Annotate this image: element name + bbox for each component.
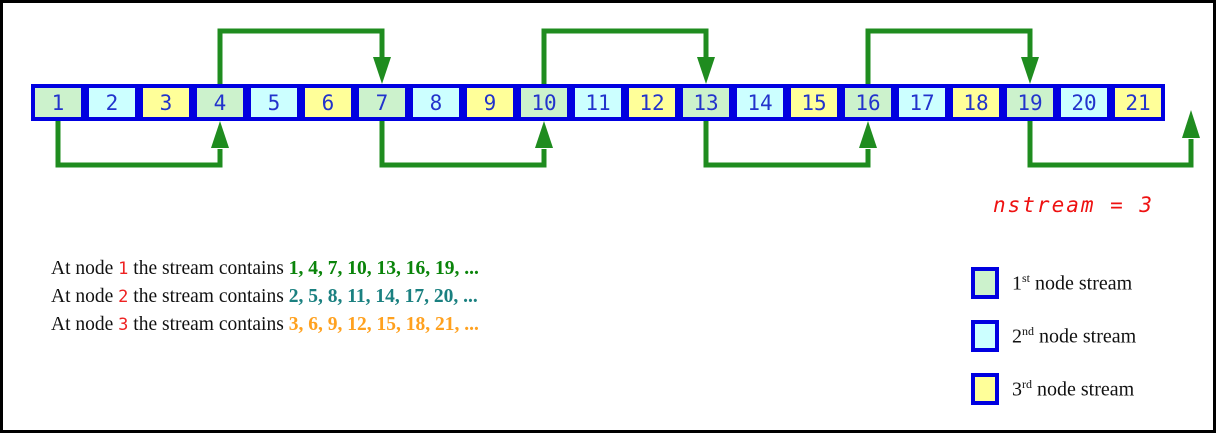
- statement-node-2: At node 2 the stream contains 2, 5, 8, 1…: [51, 283, 479, 311]
- statement-middle: the stream contains: [133, 258, 284, 279]
- stream-node-5: 5: [247, 84, 301, 121]
- legend-item-1st-stream: 1st node stream: [971, 267, 1132, 299]
- legend-swatch-1st: [971, 267, 999, 299]
- legend-ordinal-suffix: rd: [1022, 376, 1032, 391]
- statement-middle: the stream contains: [133, 286, 284, 307]
- stream-node-10: 10: [517, 84, 571, 121]
- stream-node-6: 6: [301, 84, 355, 121]
- stream-node-14: 14: [733, 84, 787, 121]
- stream-node-21: 21: [1111, 84, 1165, 121]
- stream-node-3: 3: [139, 84, 193, 121]
- legend-label: 2nd node stream: [1012, 324, 1136, 349]
- stream-node-12: 12: [625, 84, 679, 121]
- statement-values: 2, 5, 8, 11, 14, 17, 20, ...: [288, 286, 478, 307]
- statement-node-number: 1: [118, 259, 129, 279]
- stream-node-13: 13: [679, 84, 733, 121]
- stream-node-18: 18: [949, 84, 1003, 121]
- statement-node-number: 2: [118, 287, 129, 307]
- legend-swatch-2nd: [971, 320, 999, 352]
- legend-item-2nd-stream: 2nd node stream: [971, 320, 1136, 352]
- stream-statements: At node 1 the stream contains 1, 4, 7, 1…: [51, 255, 479, 339]
- legend-swatch-3rd: [971, 373, 999, 405]
- legend-text: node stream: [1037, 378, 1135, 401]
- stream-node-15: 15: [787, 84, 841, 121]
- nstream-label: nstream = 3: [993, 193, 1155, 217]
- legend-ordinal-number: 3: [1012, 378, 1022, 401]
- statement-node-1: At node 1 the stream contains 1, 4, 7, 1…: [51, 255, 479, 283]
- stream-node-20: 20: [1057, 84, 1111, 121]
- stream-node-8: 8: [409, 84, 463, 121]
- legend-ordinal-number: 2: [1012, 325, 1022, 348]
- stream-node-19: 19: [1003, 84, 1057, 121]
- legend-ordinal-suffix: st: [1022, 270, 1031, 285]
- legend-text: node stream: [1039, 325, 1137, 348]
- stream-node-4: 4: [193, 84, 247, 121]
- stream-node-9: 9: [463, 84, 517, 121]
- statement-values: 3, 6, 9, 12, 15, 18, 21, ...: [288, 314, 479, 335]
- stream-node-7: 7: [355, 84, 409, 121]
- legend-ordinal-suffix: nd: [1022, 323, 1034, 338]
- legend-label: 3rd node stream: [1012, 377, 1134, 402]
- statement-prefix: At node: [51, 258, 114, 279]
- stream-node-1: 1: [31, 84, 85, 121]
- legend-item-3rd-stream: 3rd node stream: [971, 373, 1134, 405]
- stream-node-11: 11: [571, 84, 625, 121]
- statement-prefix: At node: [51, 286, 114, 307]
- stream-node-2: 2: [85, 84, 139, 121]
- stream-arrows: [55, 28, 1200, 168]
- stream-node-16: 16: [841, 84, 895, 121]
- statement-middle: the stream contains: [133, 314, 284, 335]
- statement-node-3: At node 3 the stream contains 3, 6, 9, 1…: [51, 311, 479, 339]
- stream-node-17: 17: [895, 84, 949, 121]
- legend-text: node stream: [1035, 272, 1133, 295]
- statement-values: 1, 4, 7, 10, 13, 16, 19, ...: [288, 258, 479, 279]
- statement-prefix: At node: [51, 314, 114, 335]
- legend-label: 1st node stream: [1012, 271, 1132, 296]
- legend-ordinal-number: 1: [1012, 272, 1022, 295]
- statement-node-number: 3: [118, 315, 129, 335]
